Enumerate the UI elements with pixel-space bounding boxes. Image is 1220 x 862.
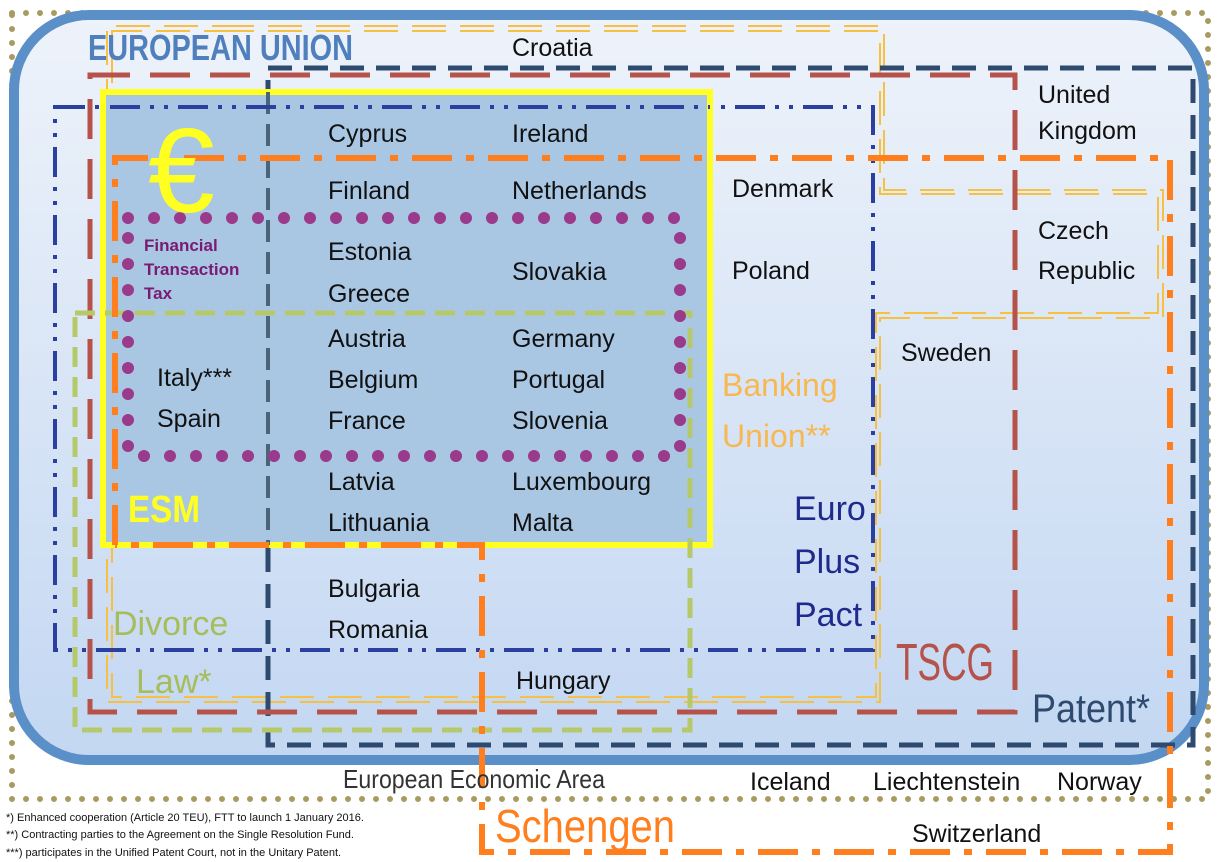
country-slovakia: Slovakia bbox=[512, 258, 607, 286]
eea-label: European Economic Area bbox=[343, 764, 605, 794]
country-malta: Malta bbox=[512, 509, 573, 537]
country-luxembourg: Luxembourg bbox=[512, 468, 651, 496]
country-norway: Norway bbox=[1057, 768, 1142, 796]
country-hungary: Hungary bbox=[516, 667, 611, 695]
country-greece: Greece bbox=[328, 280, 410, 308]
ftt-label-2: Transaction bbox=[144, 260, 239, 279]
eurozone-boundary bbox=[100, 89, 713, 548]
country-latvia: Latvia bbox=[328, 468, 395, 496]
country-spain: Spain bbox=[157, 405, 221, 433]
country-uk-2: Kingdom bbox=[1038, 117, 1137, 145]
country-uk-1: United bbox=[1038, 81, 1110, 109]
divorce-label-1: Divorce bbox=[113, 605, 228, 643]
country-netherlands: Netherlands bbox=[512, 177, 647, 205]
country-austria: Austria bbox=[328, 325, 406, 353]
schengen-label: Schengen bbox=[495, 800, 675, 852]
ftt-label-1: Financial bbox=[144, 236, 218, 255]
footnote-2: **) Contracting parties to the Agreement… bbox=[6, 829, 354, 841]
schengen-boundary bbox=[112, 155, 1173, 855]
country-croatia: Croatia bbox=[512, 34, 593, 62]
country-labels: Croatia Cyprus Ireland Finland Netherlan… bbox=[157, 34, 1142, 848]
country-iceland: Iceland bbox=[750, 768, 831, 796]
country-romania: Romania bbox=[328, 616, 428, 644]
country-finland: Finland bbox=[328, 177, 410, 205]
euro-plus-label-1: Euro bbox=[794, 490, 866, 528]
euro-plus-label-2: Plus bbox=[794, 543, 860, 581]
country-switzerland: Switzerland bbox=[912, 820, 1041, 848]
country-poland: Poland bbox=[732, 257, 810, 285]
footnote-1: *) Enhanced cooperation (Article 20 TEU)… bbox=[6, 812, 364, 824]
country-bulgaria: Bulgaria bbox=[328, 575, 420, 603]
country-czech-2: Republic bbox=[1038, 257, 1135, 285]
banking-union-label-2: Union** bbox=[722, 418, 831, 454]
ftt-label-3: Tax bbox=[144, 284, 173, 303]
country-slovenia: Slovenia bbox=[512, 407, 608, 435]
country-belgium: Belgium bbox=[328, 366, 418, 394]
divorce-label-2: Law* bbox=[136, 663, 212, 701]
footnote-3: ***) participates in the Unified Patent … bbox=[6, 847, 341, 859]
patent-label: Patent* bbox=[1032, 687, 1150, 731]
country-estonia: Estonia bbox=[328, 238, 411, 266]
eu-title: EUROPEAN UNION bbox=[88, 27, 353, 68]
country-france: France bbox=[328, 407, 406, 435]
country-italy: Italy*** bbox=[157, 364, 232, 392]
country-denmark: Denmark bbox=[732, 175, 834, 203]
euro-plus-label-3: Pact bbox=[794, 596, 863, 634]
divorce-law-boundary bbox=[72, 310, 693, 733]
country-liechtenstein: Liechtenstein bbox=[873, 768, 1020, 796]
esm-label: ESM bbox=[128, 489, 200, 531]
ftt-boundary bbox=[122, 212, 686, 462]
country-ireland: Ireland bbox=[512, 120, 588, 148]
country-czech-1: Czech bbox=[1038, 217, 1109, 245]
country-lithuania: Lithuania bbox=[328, 509, 430, 537]
euro-symbol: € bbox=[148, 104, 215, 238]
country-germany: Germany bbox=[512, 325, 615, 353]
country-sweden: Sweden bbox=[901, 339, 991, 367]
country-portugal: Portugal bbox=[512, 366, 605, 394]
tscg-label: TSCG bbox=[896, 634, 994, 692]
banking-union-label-1: Banking bbox=[722, 367, 838, 403]
country-cyprus: Cyprus bbox=[328, 120, 407, 148]
